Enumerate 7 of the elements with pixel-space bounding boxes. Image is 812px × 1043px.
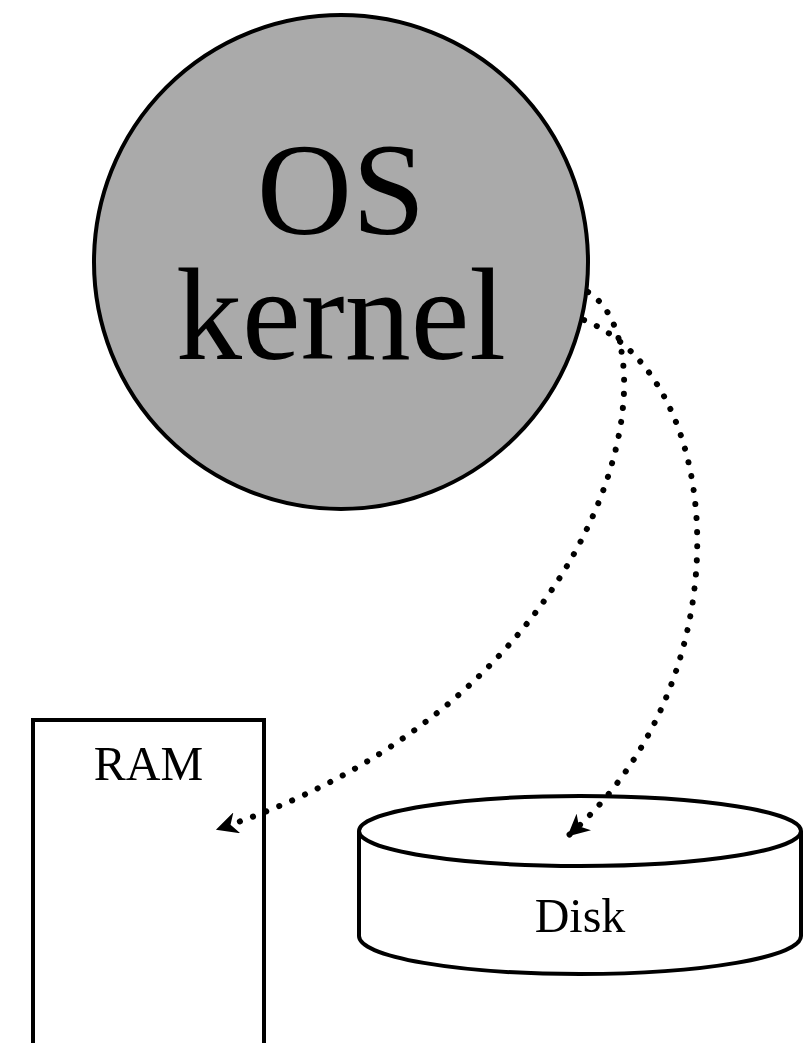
node-label: Disk	[534, 892, 626, 940]
dotted-arrow	[566, 317, 701, 838]
dotted-arrow	[215, 289, 628, 832]
disk-cylinder	[357, 794, 803, 978]
node-label: RAM	[93, 740, 204, 788]
memory-box	[31, 718, 266, 1043]
node-label: OS kernel	[175, 126, 507, 378]
